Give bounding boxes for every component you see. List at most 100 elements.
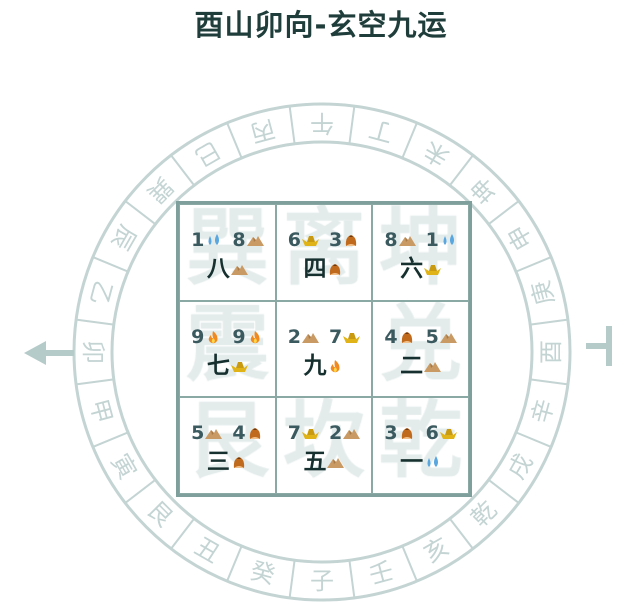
ring-mountain-label: 乙 — [84, 278, 117, 308]
ring-mountain-label: 癸 — [248, 557, 278, 590]
ring-divider — [449, 517, 474, 550]
facing-star: 3 — [329, 229, 360, 251]
ring-mountain-label: 卯 — [79, 340, 107, 364]
period-star: 三 — [180, 448, 275, 476]
period-star-number: 七 — [206, 352, 230, 379]
ring-mountain-label: 亥 — [419, 532, 454, 568]
gold-ingot-icon — [301, 236, 319, 246]
ring-mountain-label: 丁 — [366, 114, 396, 147]
sitting-marker-icon — [586, 326, 612, 366]
ring-divider — [515, 256, 552, 273]
ring-divider — [75, 378, 114, 386]
ring-divider — [487, 479, 520, 504]
period-star-number: 八 — [206, 256, 230, 282]
period-star-number: 二 — [400, 352, 424, 379]
mountain-star-number: 5 — [191, 422, 205, 445]
ring-mountain-label: 寅 — [106, 449, 142, 484]
ring-divider — [348, 105, 356, 144]
mountain-star: 6 — [288, 229, 319, 251]
period-star: 五 — [277, 448, 372, 476]
facing-arrow-icon — [24, 341, 74, 365]
palace-cell: 5 4 三 — [179, 397, 276, 494]
facing-star: 8 — [232, 229, 264, 251]
period-star-number: 五 — [303, 449, 327, 476]
mountain-star: 7 — [288, 422, 319, 444]
ring-mountain-label: 辰 — [106, 220, 142, 255]
period-star-number: 三 — [206, 449, 230, 476]
mountain-icon — [205, 429, 223, 440]
palace-cell: 3 6 一 — [372, 397, 469, 494]
trigram-watermark — [180, 398, 275, 493]
facing-star-number: 2 — [328, 422, 343, 445]
trigram-watermark — [276, 398, 372, 493]
mountain-icon — [398, 236, 416, 246]
ring-divider — [401, 545, 418, 582]
trigram-watermark — [276, 205, 372, 300]
mountain-icon — [424, 361, 442, 372]
palace-cell: 9 9 七 — [179, 300, 276, 398]
mountain-star-number: 6 — [287, 229, 301, 251]
trigram-watermark — [276, 301, 372, 397]
mountain-icon — [439, 332, 457, 343]
ring-divider — [124, 200, 157, 225]
facing-star: 5 — [426, 326, 457, 348]
period-star: 四 — [277, 255, 372, 283]
ring-divider — [401, 122, 418, 159]
gold-ingot-icon — [424, 265, 442, 275]
trigram-watermark — [373, 398, 468, 493]
palace-cell: 8 1 六 — [372, 204, 469, 301]
trigram-watermark — [373, 301, 468, 397]
mountain-star: 8 — [384, 229, 416, 251]
facing-star-number: 8 — [232, 229, 246, 251]
gold-ingot-icon — [343, 332, 361, 343]
gold-ingot-icon — [301, 429, 319, 440]
gold-ingot-icon — [230, 361, 248, 372]
trigram-watermark — [373, 205, 468, 300]
ring-mountain-label: 庚 — [527, 278, 560, 308]
fire-icon — [250, 330, 260, 343]
palace-cell: 7 2 五 — [275, 397, 373, 494]
period-star-number: 一 — [400, 449, 424, 476]
facing-star: 4 — [232, 422, 263, 444]
facing-star-number: 5 — [425, 325, 439, 348]
mountain-star-number: 3 — [384, 422, 398, 445]
mountain-star: 5 — [191, 422, 223, 445]
period-star: 八 — [180, 255, 275, 283]
chestnut-icon — [401, 331, 412, 343]
ring-mountain-label: 甲 — [84, 396, 117, 426]
ring-divider — [515, 431, 552, 448]
mountain-icon — [343, 429, 361, 440]
facing-star: 7 — [329, 326, 361, 348]
ring-mountain-label: 子 — [310, 567, 334, 595]
chestnut-icon — [249, 428, 260, 440]
facing-star-number: 3 — [328, 229, 343, 251]
mountain-icon — [301, 332, 319, 343]
ring-divider — [170, 154, 195, 187]
palace-cell: 6 3 四 — [275, 204, 373, 301]
facing-star: 6 — [426, 422, 457, 444]
ring-mountain-label: 丑 — [190, 532, 225, 568]
period-star-number: 六 — [400, 256, 424, 282]
mountain-star: 9 — [191, 326, 222, 348]
facing-star-number: 9 — [232, 325, 246, 348]
mountain-star-number: 9 — [191, 325, 205, 348]
ring-divider — [226, 545, 243, 582]
facing-star: 1 — [426, 229, 457, 251]
palace-cell: 4 5 二 — [372, 300, 469, 398]
ring-divider — [288, 105, 296, 144]
period-star-number: 九 — [303, 352, 327, 379]
water-drop-icon — [427, 456, 439, 468]
facing-star-number: 4 — [232, 422, 246, 445]
ring-divider — [487, 200, 520, 225]
mountain-icon — [230, 265, 248, 275]
ring-divider — [288, 560, 296, 599]
ring-mountain-label: 戌 — [502, 449, 538, 484]
flying-star-grid: 1 8 八 6 3 四 8 1 六 9 9 七 2 7 九 4 5 二 5 4 … — [176, 201, 472, 497]
facing-star: 9 — [232, 326, 263, 348]
mountain-icon — [246, 236, 264, 246]
palace-cell: 2 7 九 — [275, 300, 373, 398]
ring-divider — [92, 431, 129, 448]
ring-divider — [75, 318, 114, 326]
mountain-star-number: 8 — [384, 229, 398, 251]
ring-mountain-label: 辛 — [527, 396, 560, 426]
